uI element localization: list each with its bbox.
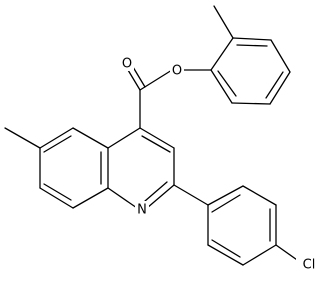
bond-chlorophenyl-ring-double [211,194,241,213]
bond-aryl-link [173,184,209,206]
bonds [4,5,301,266]
bond-tolyl-ring [270,39,291,73]
bond-benzo-ring-double [43,183,72,201]
atom-label-chlorine: Cl [303,258,316,273]
bond-chlorophenyl-ring-double [211,239,241,258]
atom-label-nitrogen: N [137,203,147,218]
atom-label-oxygen-carbonyl: O [122,57,132,72]
atom-labels: O O N Cl [120,56,322,273]
bond-tolyl-methyl [213,5,234,39]
bond-pyridine-ring [107,127,141,149]
bond-pyridine-ring [146,184,175,209]
bond-tolyl-ring [231,102,271,105]
bond-tolyl-ring-double [265,71,284,99]
bond-tolyl-ring-double [217,70,237,97]
bond-pyridine-ring-double [144,181,168,202]
bond-carbonyl-double [127,69,141,91]
bond-chlorophenyl-ring [242,244,277,266]
bond-pyridine-ring-double [141,135,171,153]
bond-chlorophenyl-ring [207,244,244,266]
bond-tolyl-ring [210,37,234,71]
bond-quinoline-methyl [4,127,41,149]
bond-tolyl-ring [210,69,233,104]
atom-label-oxygen-ester: O [172,64,182,79]
bond-pyridine-ring [107,187,138,209]
bond-benzo-ring [72,187,109,209]
bond-carbonyl-double [132,66,146,88]
bond-benzo-ring [39,187,74,209]
bond-benzo-ring-double [43,135,72,153]
bond-benzo-ring [39,127,74,149]
bond-tolyl-ring [269,71,291,105]
bond-chlorophenyl-ring [207,185,244,206]
bond-chlorophenyl-ring [242,185,277,206]
bond-tolyl-ring-double [236,44,268,47]
bond-benzo-ring [72,127,109,149]
bond-pyridine-ring [139,127,175,149]
bond-tolyl-ring [232,37,272,41]
